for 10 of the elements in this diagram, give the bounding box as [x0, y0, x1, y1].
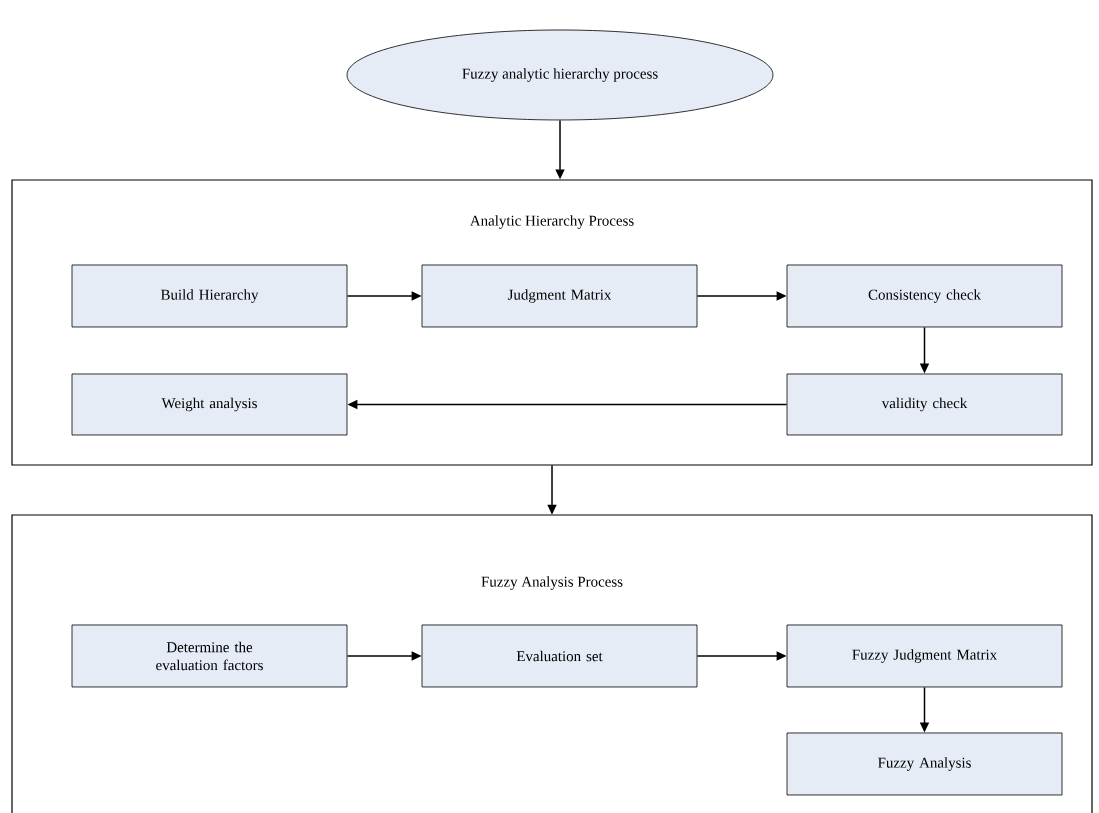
process-box: Fuzzy Judgment Matrix [786, 624, 1063, 688]
process-box: Judgment Matrix [421, 264, 698, 328]
process-box: Consistency check [786, 264, 1063, 328]
ellipse-node: Fuzzy analytic hierarchy process [346, 29, 774, 121]
process-box: Fuzzy Analysis [786, 732, 1063, 796]
process-box: Determine the evaluation factors [71, 624, 348, 688]
process-box: validity check [786, 373, 1063, 436]
process-box: Build Hierarchy [71, 264, 348, 328]
process-box: Evaluation set [421, 624, 698, 688]
process-box: Weight analysis [71, 373, 348, 436]
